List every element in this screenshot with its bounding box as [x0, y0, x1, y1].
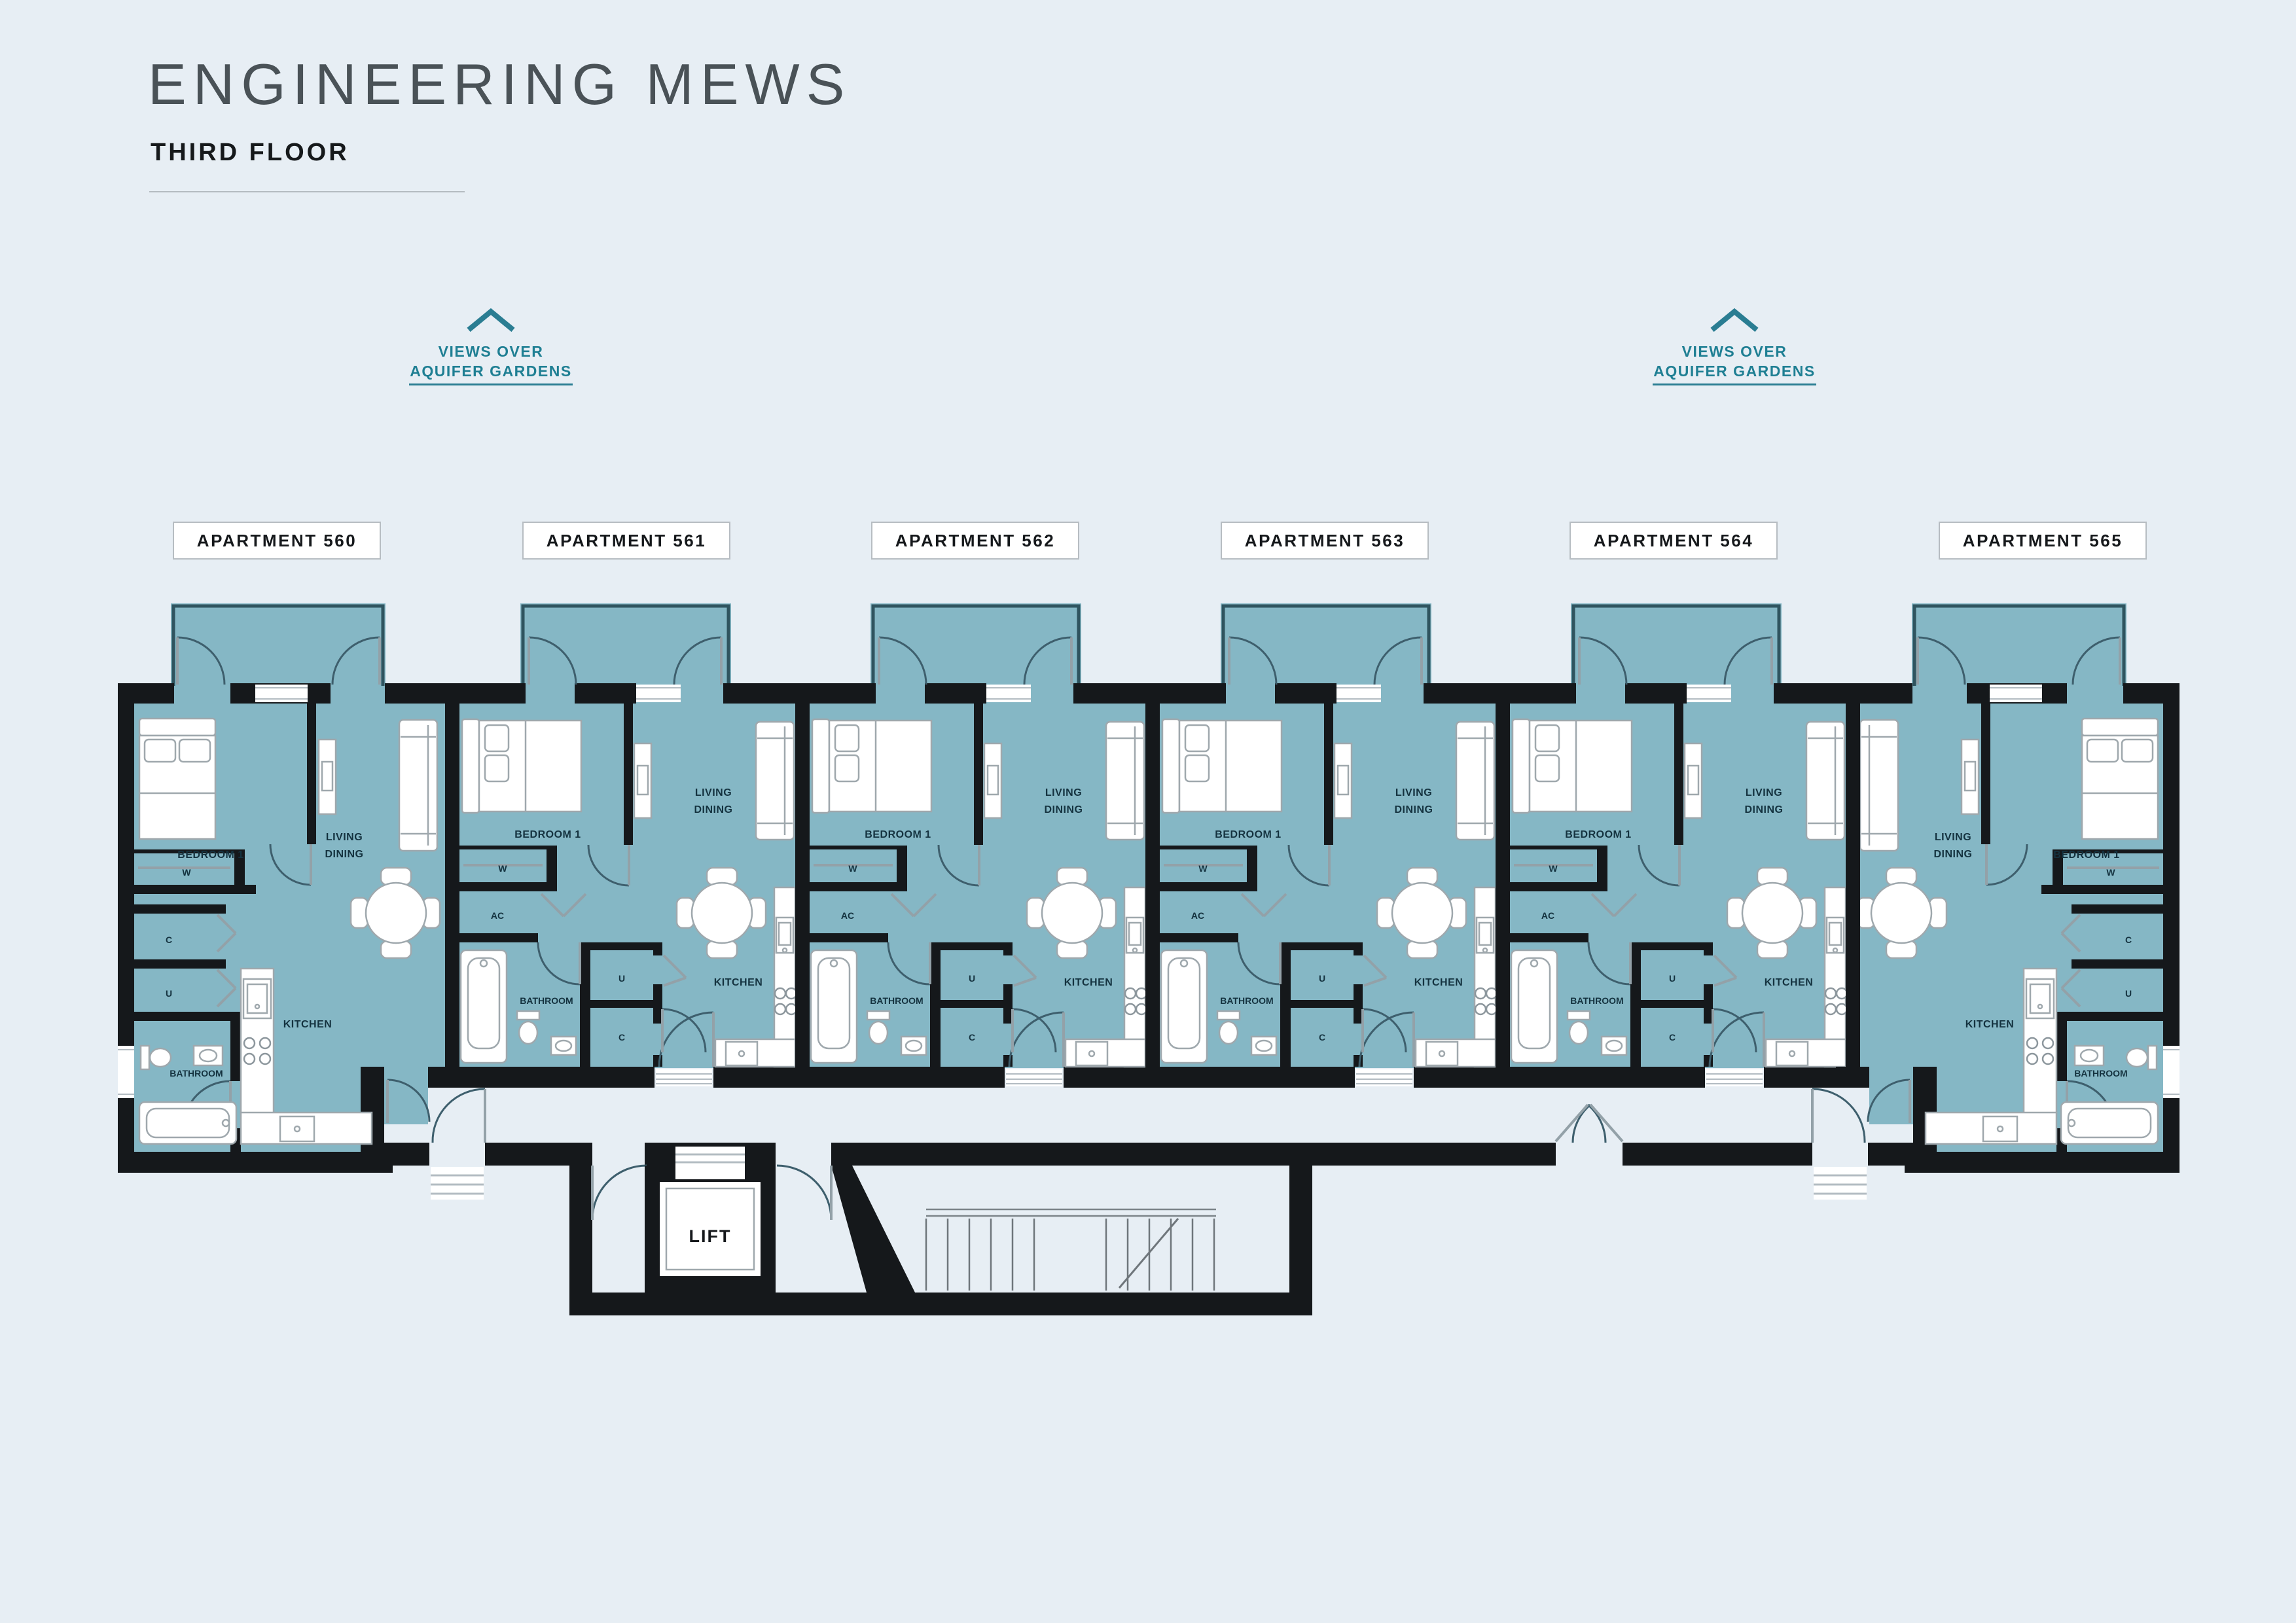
- room-label-cupboard: C: [2125, 935, 2132, 945]
- apartment-label-564: APARTMENT 564: [1570, 522, 1778, 560]
- lift-label: LIFT: [689, 1226, 732, 1246]
- stairs: [925, 1208, 1216, 1291]
- apartment-label-560: APARTMENT 560: [173, 522, 381, 560]
- room-label-kitchen: KITCHEN: [283, 1019, 332, 1030]
- entrance-thresholds: [431, 1167, 1867, 1200]
- room-label-living: LIVING: [326, 832, 363, 843]
- apartment-label-561: APARTMENT 561: [522, 522, 730, 560]
- view-marker-underline: [1653, 383, 1816, 385]
- view-marker-west: VIEWS OVER AQUIFER GARDENS: [393, 306, 589, 385]
- page-title: ENGINEERING MEWS: [148, 52, 852, 116]
- apartment-563-unit: [1145, 603, 1510, 1088]
- apartment-561-unit: [445, 603, 810, 1088]
- room-label-wardrobe: W: [2106, 867, 2115, 878]
- view-marker-underline: [409, 383, 573, 385]
- room-label-bedroom: BEDROOM 1: [177, 849, 243, 861]
- chevron-up-icon: [1710, 308, 1759, 332]
- apartment-562-unit: [795, 603, 1160, 1088]
- view-marker-line2: AQUIFER GARDENS: [1653, 363, 1816, 380]
- title-underline: [149, 191, 465, 192]
- room-label-utility: U: [2125, 988, 2132, 999]
- room-label-living: LIVING: [1935, 832, 1971, 843]
- room-label-dining: DINING: [325, 849, 364, 860]
- corridor-doors: [431, 1088, 1866, 1143]
- room-label-utility: U: [166, 988, 172, 999]
- room-label-bedroom: BEDROOM 1: [2053, 849, 2119, 861]
- view-marker-line2: AQUIFER GARDENS: [410, 363, 572, 380]
- apartment-565-unit: BEDROOM 1 LIVING DINING W C U BATHROOM K…: [1836, 603, 2179, 1173]
- apartment-564-unit: [1496, 603, 1860, 1088]
- stair-core: LIFT: [569, 1143, 1312, 1315]
- room-label-bathroom: BATHROOM: [170, 1068, 223, 1079]
- apartment-label-562: APARTMENT 562: [871, 522, 1079, 560]
- apartment-label-563: APARTMENT 563: [1221, 522, 1429, 560]
- chevron-up-icon: [467, 308, 515, 332]
- corridor: [384, 1088, 1913, 1200]
- view-marker-line1: VIEWS OVER: [438, 343, 544, 360]
- page-subtitle: THIRD FLOOR: [151, 139, 350, 166]
- lobby-doors: [591, 1164, 833, 1221]
- lift: LIFT: [645, 1147, 776, 1293]
- view-marker-east: VIEWS OVER AQUIFER GARDENS: [1636, 306, 1833, 385]
- room-label-bathroom: BATHROOM: [2074, 1068, 2127, 1079]
- core-walls: [569, 1143, 1312, 1315]
- party-wall: [1846, 704, 1860, 1068]
- apartment-560-unit: BEDROOM 1 LIVING DINING W C U BATHROOM K…: [118, 603, 461, 1173]
- room-label-dining: DINING: [1934, 849, 1973, 860]
- apartment-label-565: APARTMENT 565: [1939, 522, 2147, 560]
- room-label-cupboard: C: [166, 935, 172, 945]
- view-marker-line1: VIEWS OVER: [1681, 343, 1787, 360]
- room-label-wardrobe: W: [182, 867, 191, 878]
- room-label-kitchen: KITCHEN: [1965, 1019, 2015, 1030]
